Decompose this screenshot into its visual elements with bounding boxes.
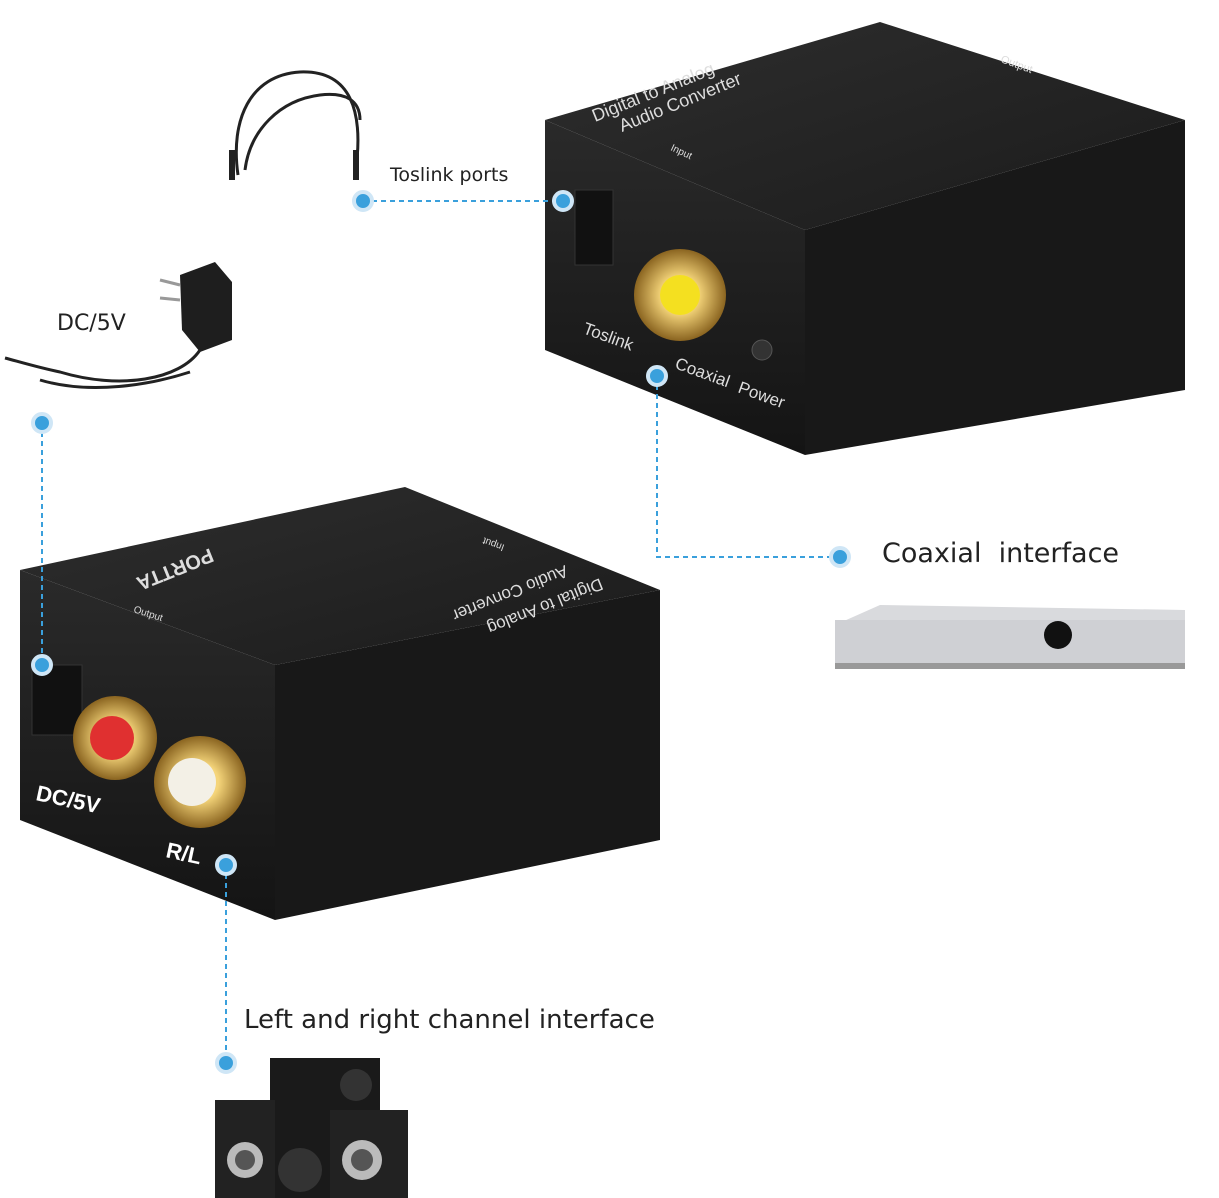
callout-coaxial-interface: Coaxial interface (882, 538, 1120, 569)
callout-dc-5v: DC/5V (57, 311, 126, 336)
power-adapter-image (4, 262, 232, 389)
callout-lr-channel-interface: Left and right channel interface (244, 1005, 655, 1035)
amplifier-image (835, 605, 1185, 669)
callout-dots (31, 190, 851, 1074)
speakers-image (215, 1058, 408, 1198)
toslink-cable-image (229, 70, 362, 180)
callout-toslink-ports: Toslink ports (390, 164, 509, 186)
upper-converter-device (545, 22, 1185, 455)
callout-lines (41, 200, 840, 1063)
lower-converter-device (20, 487, 660, 920)
